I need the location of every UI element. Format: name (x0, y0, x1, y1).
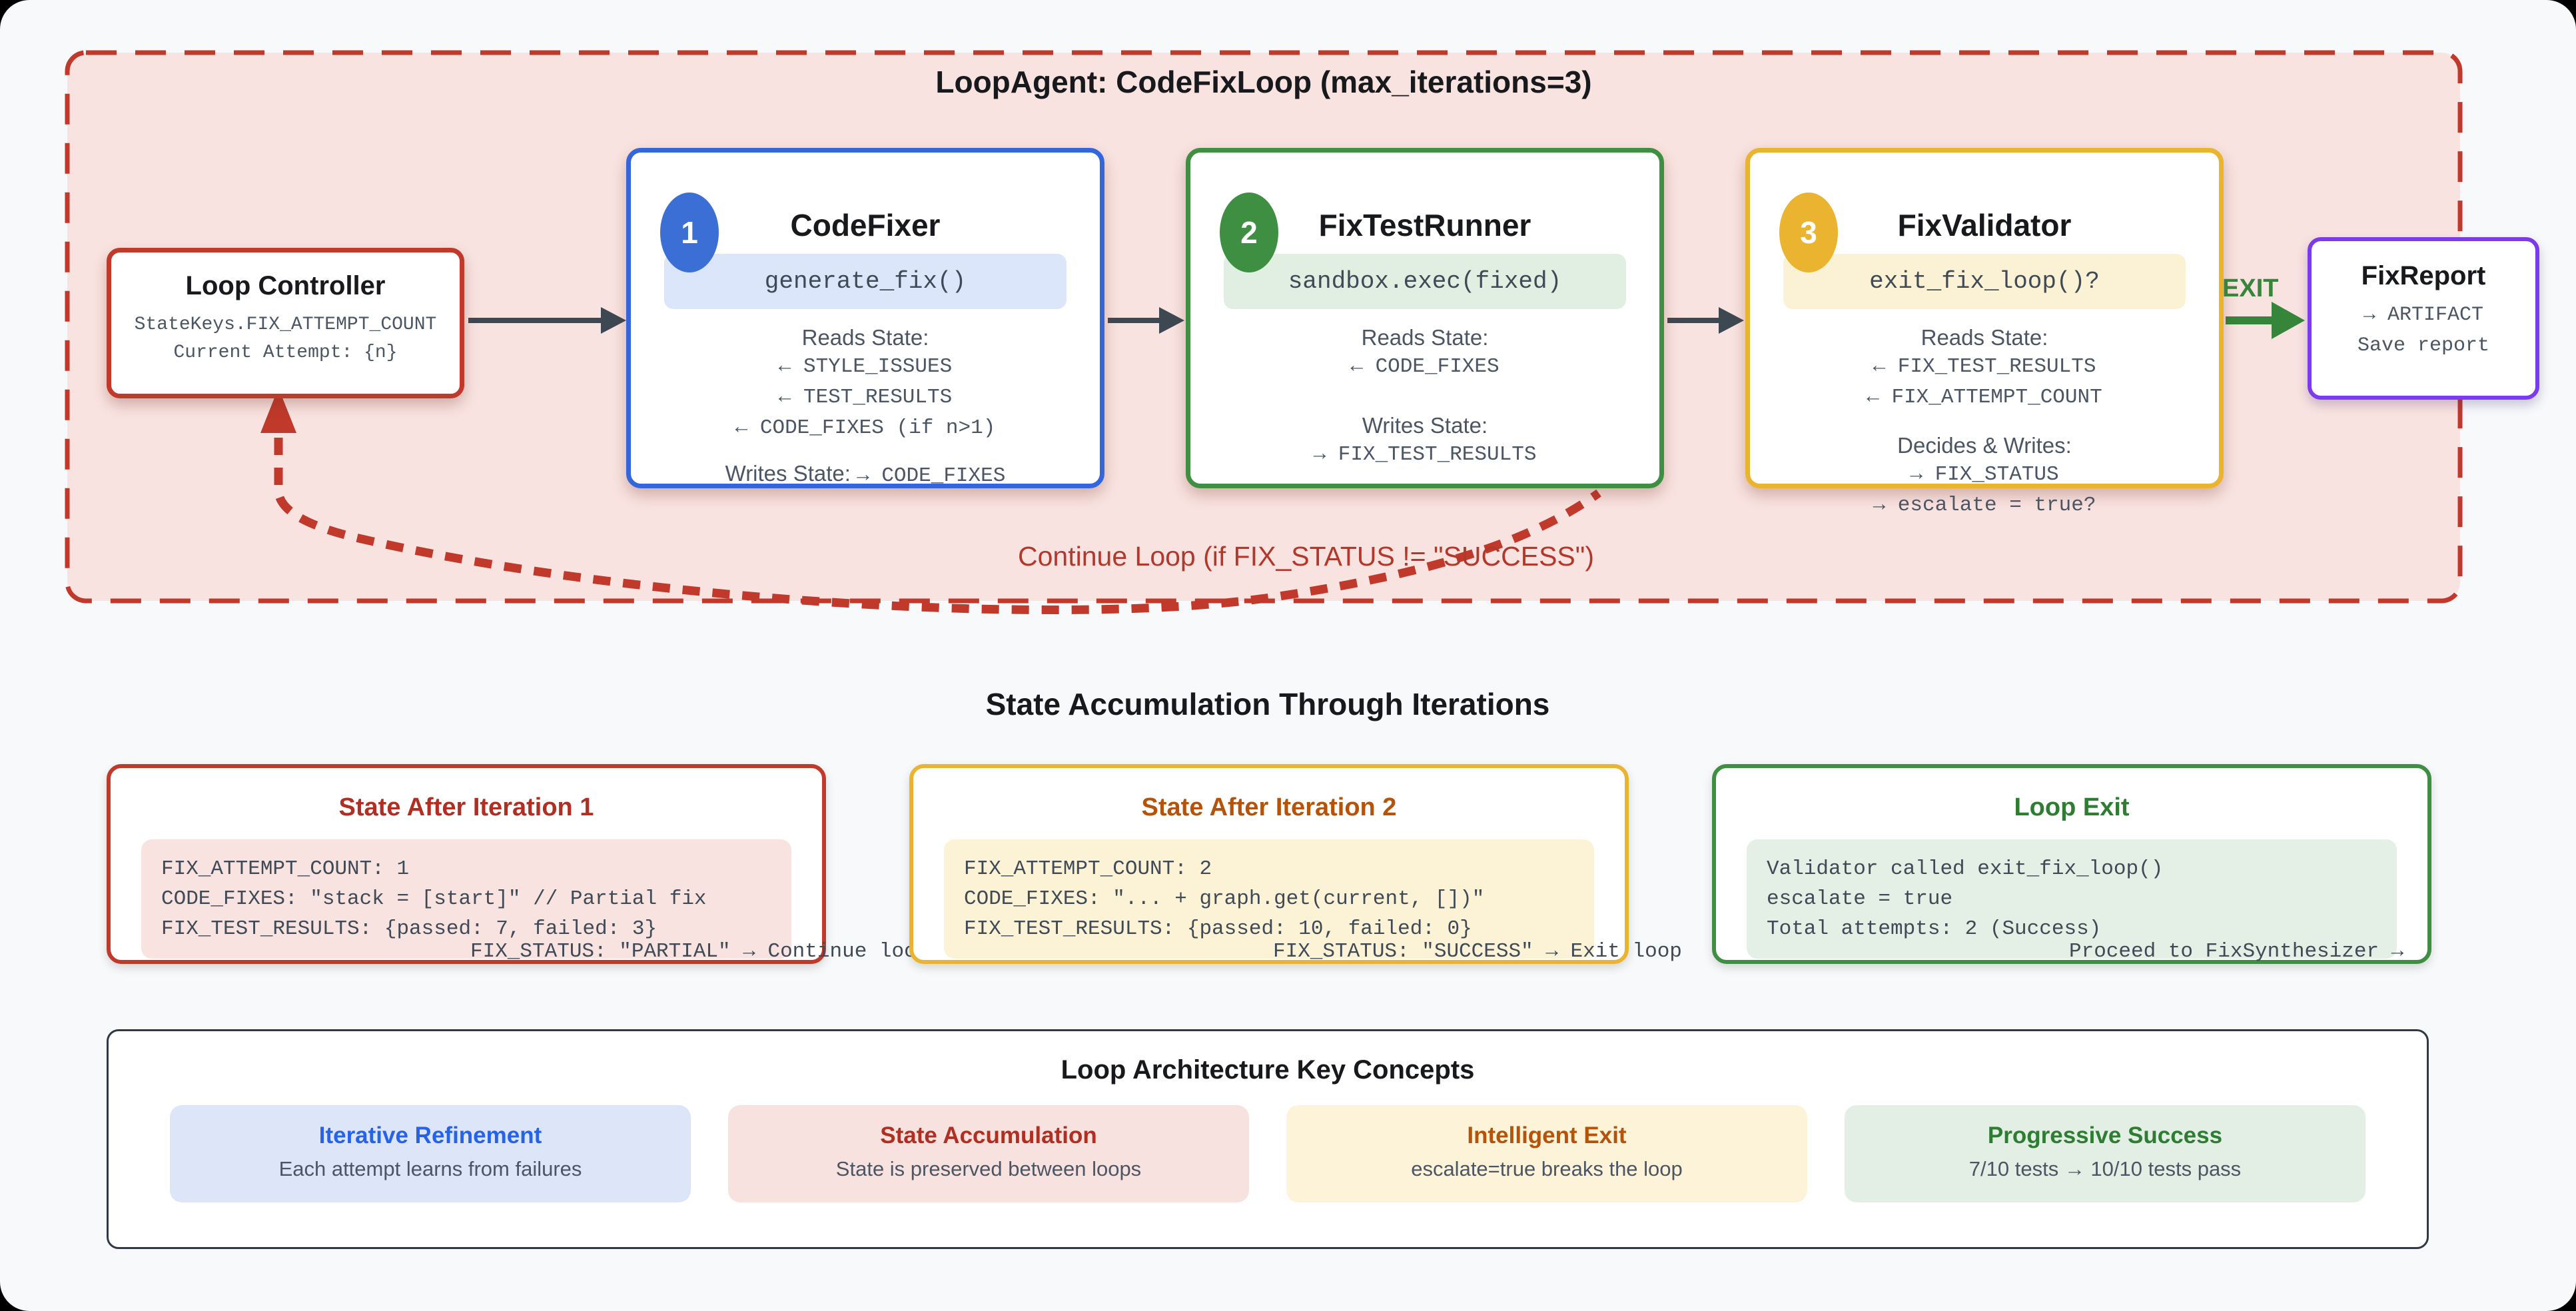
write-key: → FIX_STATUS (1910, 463, 2059, 486)
state-code-block: Validator called exit_fix_loop() escalate… (1747, 839, 2397, 959)
exit-label: EXIT (2222, 274, 2279, 302)
loop-controller-statekey: StateKeys.FIX_ATTEMPT_COUNT (134, 314, 437, 335)
state-line: FIX_ATTEMPT_COUNT: 1 (161, 857, 410, 881)
step-badge-3: 3 (1779, 193, 1838, 272)
concept-title: Progressive Success (1987, 1122, 2223, 1148)
key-concepts-row: Iterative Refinement Each attempt learns… (109, 1105, 2427, 1202)
read-key: ← CODE_FIXES (1350, 355, 1500, 378)
state-overflow-line: FIX_STATUS: "PARTIAL" → Continue loop (470, 940, 929, 963)
state-line: FIX_TEST_RESULTS: {passed: 10, failed: 0… (964, 917, 1472, 941)
reads-state-label: Reads State: (801, 325, 929, 350)
read-key: ← FIX_ATTEMPT_COUNT (1867, 386, 2102, 409)
concept-desc: State is preserved between loops (835, 1157, 1142, 1180)
concept-desc: 7/10 tests → 10/10 tests pass (1968, 1157, 2242, 1180)
concept-desc: Each attempt learns from failures (278, 1157, 582, 1180)
concept-desc: escalate=true breaks the loop (1411, 1157, 1683, 1180)
fixreport-artifact: → ARTIFACT (2363, 304, 2484, 326)
read-key: ← STYLE_ISSUES (778, 355, 953, 378)
continue-loop-label: Continue Loop (if FIX_STATUS != "SUCCESS… (1018, 541, 1594, 572)
writes-state-label: Writes State: (725, 461, 851, 486)
reads-state-label: Reads State: (1361, 325, 1489, 350)
agent-code-pill: generate_fix() (664, 254, 1067, 309)
agent-code-pill: sandbox.exec(fixed) (1224, 254, 1626, 309)
decides-writes-label: Decides & Writes: (1897, 433, 2072, 458)
loop-back-arrow (260, 388, 1601, 614)
agent-name-codefixer: CodeFixer (790, 208, 941, 242)
read-key: ← CODE_FIXES (if n>1) (735, 416, 996, 440)
concept-iterative-refinement: Iterative Refinement Each attempt learns… (170, 1105, 691, 1202)
agent-card-fixvalidator: 3 FixValidator exit_fix_loop()? Reads St… (1745, 148, 2224, 517)
agent-code-pill: exit_fix_loop()? (1783, 254, 2186, 309)
write-key-escalate: → escalate = true? (1873, 494, 2096, 517)
state-line: FIX_ATTEMPT_COUNT: 2 (964, 857, 1212, 881)
concept-title: Iterative Refinement (318, 1122, 542, 1148)
agent-card-codefixer: 1 CodeFixer generate_fix() Reads State: … (626, 148, 1104, 488)
step-badge-1: 1 (660, 193, 719, 272)
agent-name-fixvalidator: FixValidator (1897, 208, 2072, 242)
concept-title: Intelligent Exit (1467, 1122, 1627, 1148)
flow-arrow-controller-to-codefixer (468, 307, 626, 334)
fixreport-save: Save report (2357, 334, 2490, 357)
reads-state-label: Reads State: (1921, 325, 2048, 350)
state-line: Total attempts: 2 (Success) (1767, 917, 2102, 941)
key-concepts-title: Loop Architecture Key Concepts (1061, 1055, 1475, 1085)
read-key: ← TEST_RESULTS (778, 386, 953, 409)
state-line: CODE_FIXES: "stack = [start]" // Partial… (161, 887, 707, 911)
state-line: Validator called exit_fix_loop() (1767, 857, 2164, 881)
state-overflow-line: Proceed to FixSynthesizer → (2069, 940, 2404, 963)
flow-arrow-testrunner-to-validator (1667, 307, 1744, 334)
state-overflow-line: FIX_STATUS: "SUCCESS" → Exit loop (1273, 940, 1682, 963)
agent-card-fixtestrunner: 2 FixTestRunner sandbox.exec(fixed) Read… (1186, 148, 1664, 488)
state-box-title: State After Iteration 2 (1141, 793, 1397, 821)
state-box-title: State After Iteration 1 (338, 793, 594, 821)
state-box-loop-exit: Loop Exit Validator called exit_fix_loop… (1712, 764, 2431, 964)
loop-container-title: LoopAgent: CodeFixLoop (max_iterations=3… (935, 65, 1592, 99)
state-line: FIX_TEST_RESULTS: {passed: 7, failed: 3} (161, 917, 657, 941)
fixreport-box: FixReport → ARTIFACT Save report (2308, 237, 2539, 400)
state-section-title: State Accumulation Through Iterations (985, 687, 1550, 721)
writes-state-label: Writes State: (1362, 413, 1488, 438)
fixreport-title: FixReport (2361, 261, 2486, 290)
concept-title: State Accumulation (880, 1122, 1097, 1148)
state-box-title: Loop Exit (2014, 793, 2130, 821)
write-key: → CODE_FIXES (857, 464, 1006, 488)
state-box-iteration-2: State After Iteration 2 FIX_ATTEMPT_COUN… (909, 764, 1682, 964)
state-box-iteration-1: State After Iteration 1 FIX_ATTEMPT_COUN… (107, 764, 929, 964)
concept-state-accumulation: State Accumulation State is preserved be… (728, 1105, 1249, 1202)
concept-progressive-success: Progressive Success 7/10 tests → 10/10 t… (1845, 1105, 2365, 1202)
loop-controller-attempt: Current Attempt: {n} (173, 342, 398, 363)
state-line: CODE_FIXES: "... + graph.get(current, []… (964, 887, 1485, 911)
loop-controller-title: Loop Controller (185, 271, 386, 300)
read-key: ← FIX_TEST_RESULTS (1873, 355, 2096, 378)
writes-state-row: Writes State: → CODE_FIXES (631, 458, 1100, 492)
agent-name-fixtestrunner: FixTestRunner (1318, 208, 1531, 242)
flow-arrow-codefixer-to-testrunner (1108, 307, 1184, 334)
loop-controller-box: Loop Controller StateKeys.FIX_ATTEMPT_CO… (107, 248, 464, 398)
concept-intelligent-exit: Intelligent Exit escalate=true breaks th… (1286, 1105, 1807, 1202)
write-key: → FIX_TEST_RESULTS (1313, 443, 1537, 466)
key-concepts-panel: Loop Architecture Key Concepts Iterative… (107, 1029, 2429, 1249)
state-line: escalate = true (1767, 887, 1953, 911)
exit-arrow (2226, 302, 2305, 339)
state-code-block: FIX_ATTEMPT_COUNT: 2 CODE_FIXES: "... + g… (944, 839, 1594, 959)
state-code-block: FIX_ATTEMPT_COUNT: 1 CODE_FIXES: "stack =… (141, 839, 791, 959)
step-badge-2: 2 (1220, 193, 1278, 272)
